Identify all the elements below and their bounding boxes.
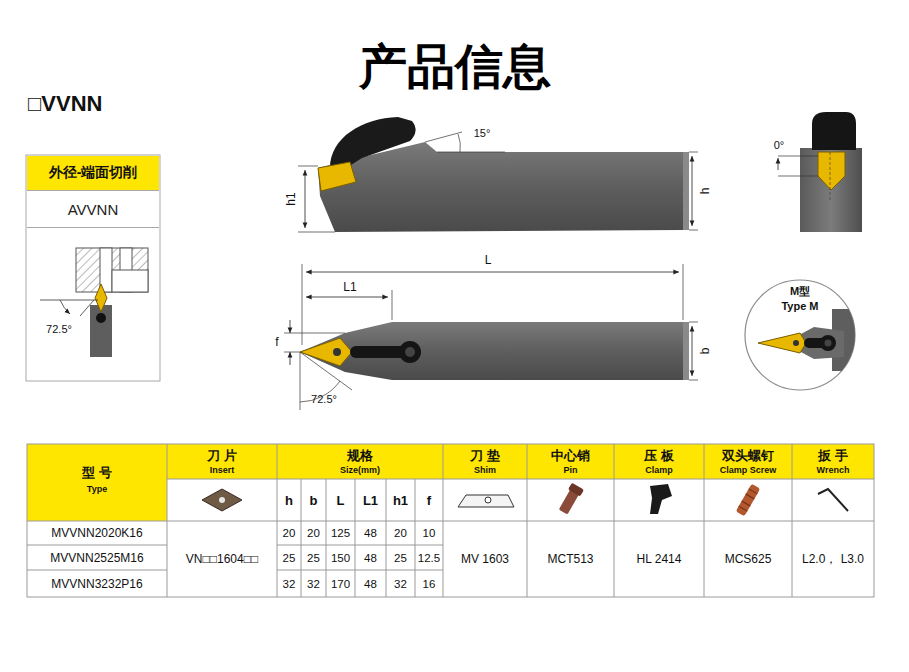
table-header: Shim <box>443 463 527 477</box>
table-cell: 48 <box>355 521 386 545</box>
node-sublabel: Type M <box>744 299 856 313</box>
model-code: MVVNN3232P16 <box>27 570 167 597</box>
table-cell: VN□□1604□□ <box>167 521 277 597</box>
detail-circle: M型Type M <box>744 279 856 391</box>
size-header: L1 <box>355 488 386 512</box>
dimension-label: f <box>270 334 284 350</box>
dimension-label: L <box>478 252 498 268</box>
table-cell: 170 <box>326 570 355 597</box>
table-cell: MV 1603 <box>443 521 527 597</box>
angle-label: 72.5° <box>306 392 342 406</box>
dimension-label: b <box>697 341 713 361</box>
page-title: 产品信息 <box>250 34 659 100</box>
node-label: M型 <box>744 284 856 298</box>
size-header: b <box>301 488 326 512</box>
table-header: 压 板 <box>614 447 704 464</box>
size-header: h1 <box>386 488 415 512</box>
node-label: 外径-端面切削 <box>49 164 138 182</box>
size-header: h <box>277 488 301 512</box>
table-header: Clamp Screw <box>704 463 792 477</box>
angle-label: 72.5° <box>40 322 78 336</box>
table-header: Pin <box>527 463 614 477</box>
table-cell: 25 <box>301 545 326 570</box>
table-cell: 10 <box>415 521 443 545</box>
table-cell: 32 <box>386 570 415 597</box>
table-cell: 12.5 <box>415 545 443 570</box>
table-header: 型 号 <box>27 464 167 482</box>
table-cell: 25 <box>277 545 301 570</box>
angle-label: 0° <box>768 138 790 152</box>
table-header: Type <box>27 482 167 496</box>
dimension-label: L1 <box>338 279 362 295</box>
table-cell: HL 2414 <box>614 521 704 597</box>
table-header: 刀 垫 <box>443 447 527 464</box>
table-header: Size(mm) <box>277 463 443 477</box>
table-cell: 125 <box>326 521 355 545</box>
table-cell: L2.0， L3.0 <box>792 521 874 597</box>
model-code: MVVNN2525M16 <box>27 545 167 570</box>
model-code: MVVNN2020K16 <box>27 521 167 545</box>
table-cell: 25 <box>386 545 415 570</box>
table-header: Wrench <box>792 463 874 477</box>
dimension-label: h <box>697 181 713 201</box>
table-cell: 20 <box>301 521 326 545</box>
table-cell: 32 <box>301 570 326 597</box>
series-code: □VVNN <box>28 90 158 118</box>
table-cell: 48 <box>355 545 386 570</box>
table-cell: MCT513 <box>527 521 614 597</box>
table-cell: 20 <box>386 521 415 545</box>
table-cell: 32 <box>277 570 301 597</box>
table-cell: MCS625 <box>704 521 792 597</box>
table-header: 规格 <box>277 447 443 464</box>
angle-label: 15° <box>466 126 498 140</box>
table-header: 扳 手 <box>792 447 874 464</box>
table-header: Insert <box>167 463 277 477</box>
category-header: 外径-端面切削 <box>27 156 159 190</box>
type-box: AVVNN <box>27 190 159 228</box>
table-header: Clamp <box>614 463 704 477</box>
table-cell: 48 <box>355 570 386 597</box>
size-header: f <box>415 488 443 512</box>
table-header: 刀 片 <box>167 447 277 464</box>
table-header: 双头螺钉 <box>704 447 792 464</box>
table-cell: 150 <box>326 545 355 570</box>
node-label: AVVNN <box>68 201 119 218</box>
size-header: L <box>326 488 355 512</box>
table-cell: 20 <box>277 521 301 545</box>
table-cell: 16 <box>415 570 443 597</box>
dimension-label: h1 <box>283 187 299 211</box>
table-header: 中心销 <box>527 447 614 464</box>
